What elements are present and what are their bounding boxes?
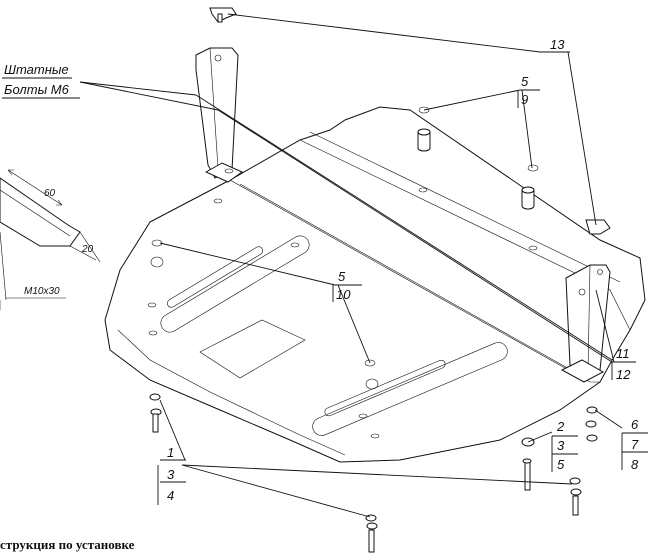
bolts-note: Штатные Болты М6 (2, 62, 80, 99)
bolts-note-line1: Штатные (4, 62, 69, 77)
dim-width: 20 (81, 244, 94, 255)
bolt-size: M10x30 (24, 286, 60, 297)
callout-2: 2 (556, 419, 565, 434)
callout-13: 13 (550, 37, 565, 52)
callout-5-right: 5 (557, 457, 565, 472)
skid-plate (104, 106, 646, 463)
bracket-13 (209, 7, 611, 235)
callout-3-left: 3 (167, 467, 175, 482)
left-bracket (195, 47, 243, 183)
leader-lines (79, 13, 648, 518)
dim-length: 60 (44, 188, 56, 199)
callout-8: 8 (631, 457, 639, 472)
detail-view: 60 20 M10x30 (0, 169, 101, 310)
callout-4: 4 (167, 488, 174, 503)
callout-11: 11 (616, 346, 630, 361)
callout-3-right: 3 (557, 438, 565, 453)
bolts-note-line2: Болты М6 (4, 82, 70, 97)
callout-5-mid: 5 (338, 269, 346, 284)
fastener-set-right (521, 406, 598, 516)
callout-5-top: 5 (521, 74, 529, 89)
callout-9: 9 (521, 92, 528, 107)
callout-10: 10 (336, 287, 351, 302)
caption: струкция по установке (0, 537, 135, 552)
callout-numbers: 13 5 9 5 10 11 12 2 3 5 6 7 8 1 3 4 (167, 37, 639, 503)
callout-12: 12 (616, 367, 631, 382)
callout-7: 7 (631, 437, 639, 452)
callout-6: 6 (631, 417, 639, 432)
callout-1: 1 (167, 445, 174, 460)
